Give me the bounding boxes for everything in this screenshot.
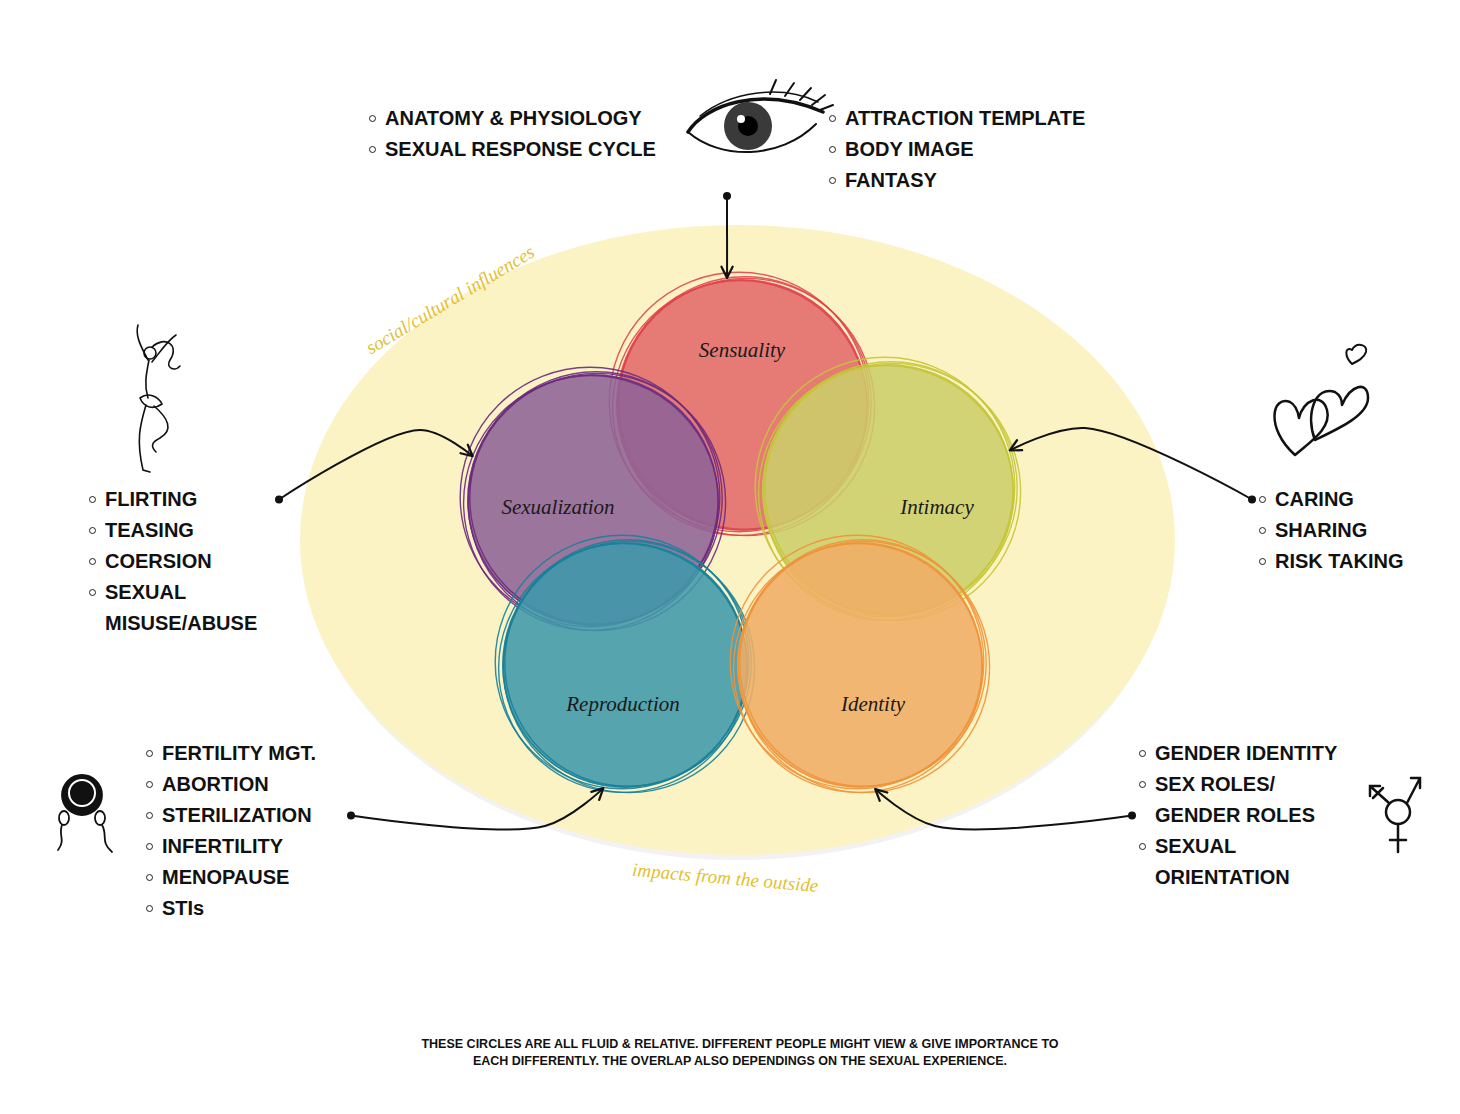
- ellipse-label: impacts from the outside: [631, 858, 819, 898]
- list-item: SEXUAL RESPONSE CYCLE: [368, 134, 656, 165]
- eye-fold: [700, 92, 818, 116]
- text-holder: Identity: [841, 691, 905, 717]
- circle-shape: [735, 540, 985, 790]
- dancer-leg: [153, 406, 168, 452]
- influence-ellipse: social/cultural influencesimpacts from t…: [300, 225, 1175, 855]
- circle-sketch-stroke: [738, 541, 989, 792]
- callout-list: CARINGSHARINGRISK TAKING: [1252, 484, 1439, 577]
- identity-circle: Identity: [735, 540, 985, 790]
- list-item: ANATOMY & PHYSIOLOGY: [368, 103, 656, 134]
- circle-label: Intimacy: [900, 494, 973, 520]
- connector-dot: [1248, 496, 1256, 504]
- circle-shape: [500, 540, 750, 790]
- connector-dot: [723, 192, 731, 200]
- dancer-leg: [139, 405, 150, 472]
- dancer-arm: [137, 325, 148, 360]
- list-item: SEX ROLES/ GENDER ROLES: [1138, 769, 1353, 831]
- eye-iris: [724, 102, 772, 150]
- list-item: STIs: [145, 893, 345, 924]
- heart: [1311, 387, 1368, 440]
- eye-lashes: [770, 80, 833, 110]
- circle-label: Sexualization: [501, 494, 614, 520]
- circle-sketch-stroke: [503, 541, 754, 792]
- egg-sperm-icon: [58, 775, 112, 852]
- eye-icon: [688, 80, 833, 152]
- eye-upper-lid: [688, 99, 823, 132]
- arrow-connector: [279, 430, 473, 500]
- text-holder: impacts from the outside: [632, 866, 819, 890]
- connector-dot: [1128, 812, 1136, 820]
- list-item: ABORTION: [145, 769, 345, 800]
- dancer-arm: [152, 335, 176, 362]
- text-holder: Sexualization: [501, 494, 614, 520]
- arrow-connector: [726, 196, 728, 278]
- callout-list: ANATOMY & PHYSIOLOGYSEXUAL RESPONSE CYCL…: [368, 103, 1108, 196]
- list-item: FLIRTING: [88, 484, 273, 515]
- circle-sketch-stroke: [730, 535, 984, 789]
- gender-symbol: [1370, 778, 1420, 852]
- reproduction-circle: Reproduction: [500, 540, 750, 790]
- circle-label: Reproduction: [566, 691, 680, 717]
- list-item: INFERTILITY: [145, 831, 345, 862]
- list-item: GENDER IDENTITY: [1138, 738, 1353, 769]
- text-holder: Intimacy: [900, 494, 973, 520]
- arrow-connector: [351, 788, 603, 829]
- heart: [1274, 400, 1327, 455]
- circle-label: Identity: [841, 691, 905, 717]
- list-item: TEASING: [88, 515, 273, 546]
- egg-ring: [69, 780, 95, 806]
- list-item: FANTASY: [828, 165, 1085, 196]
- list-item: COERSION: [88, 546, 273, 577]
- callout-list: FERTILITY MGT.ABORTIONSTERILIZATIONINFER…: [139, 738, 351, 924]
- list-item: CARING: [1258, 484, 1433, 515]
- list-item: ATTRACTION TEMPLATE: [828, 103, 1085, 134]
- circle-sketch-stroke: [495, 535, 749, 789]
- sperm-tail: [58, 825, 62, 850]
- gender-cross: [1390, 824, 1406, 852]
- caption: THESE CIRCLES ARE ALL FLUID & RELATIVE. …: [420, 1036, 1060, 1070]
- list-column: ATTRACTION TEMPLATEBODY IMAGEFANTASY: [828, 103, 1085, 196]
- eye-lower-lid: [688, 124, 816, 152]
- dancer-skirt: [140, 395, 162, 407]
- list-item: BODY IMAGE: [828, 134, 1085, 165]
- dancer-torso: [146, 360, 149, 398]
- callout-list: GENDER IDENTITYSEX ROLES/ GENDER ROLESSE…: [1132, 738, 1359, 893]
- text-holder: Sensuality: [699, 337, 785, 363]
- callout-list: FLIRTINGTEASINGCOERSIONSEXUAL MISUSE/ABU…: [82, 484, 279, 639]
- caption-wrap: THESE CIRCLES ARE ALL FLUID & RELATIVE. …: [420, 1036, 1060, 1070]
- list-item: SEXUAL ORIENTATION: [1138, 831, 1353, 893]
- egg: [62, 775, 102, 815]
- list-item: SHARING: [1258, 515, 1433, 546]
- gender-arrow: [1407, 778, 1420, 803]
- connector-dot: [347, 812, 355, 820]
- dancer-hair: [152, 342, 180, 369]
- arrow-connector: [1010, 428, 1252, 500]
- list-column: ANATOMY & PHYSIOLOGYSEXUAL RESPONSE CYCL…: [368, 103, 656, 165]
- list-item: SEXUAL MISUSE/ABUSE: [88, 577, 273, 639]
- list-item: MENOPAUSE: [145, 862, 345, 893]
- eye-pupil: [738, 116, 758, 136]
- eye-highlight: [737, 115, 745, 123]
- ellipse-fill: [300, 225, 1175, 855]
- list-item: FERTILITY MGT.: [145, 738, 345, 769]
- connector-dot: [275, 496, 283, 504]
- list-item: STERILIZATION: [145, 800, 345, 831]
- circle-label: Sensuality: [699, 337, 785, 363]
- gender-arrow: [1370, 786, 1389, 803]
- hearts-icon: [1274, 345, 1368, 455]
- arrow-connector: [875, 789, 1132, 829]
- heart-small: [1346, 345, 1366, 364]
- text-holder: Reproduction: [566, 691, 680, 717]
- sperm-head: [95, 811, 105, 825]
- dancer-figure: [137, 325, 180, 472]
- sperm-head: [59, 811, 69, 825]
- sperm-tail: [102, 825, 112, 852]
- text-holder: social/cultural influences: [354, 288, 547, 312]
- list-item: RISK TAKING: [1258, 546, 1433, 577]
